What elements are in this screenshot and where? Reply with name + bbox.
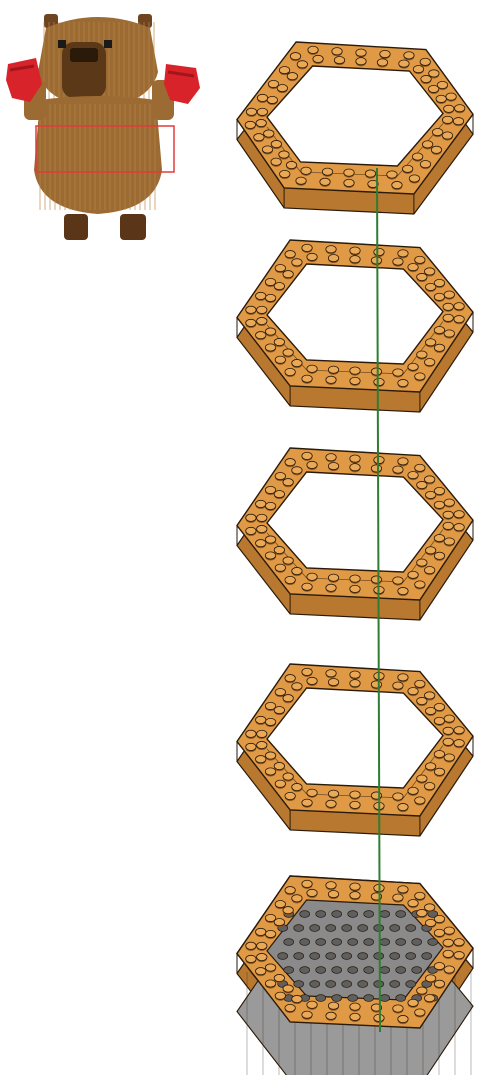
layer-2: [237, 664, 473, 836]
layer-1: [237, 876, 473, 1075]
body: [34, 96, 162, 214]
eye-left: [58, 40, 66, 48]
foot-right: [120, 214, 146, 240]
nose: [70, 48, 98, 62]
layer-stack: [237, 42, 473, 1075]
layer-3: [237, 448, 473, 620]
foot-left: [64, 214, 88, 240]
eye-right: [104, 40, 112, 48]
layer-4: [237, 240, 473, 412]
glove-right: [164, 64, 200, 104]
model-thumbnail: [6, 14, 200, 240]
layer-5: [237, 42, 473, 214]
